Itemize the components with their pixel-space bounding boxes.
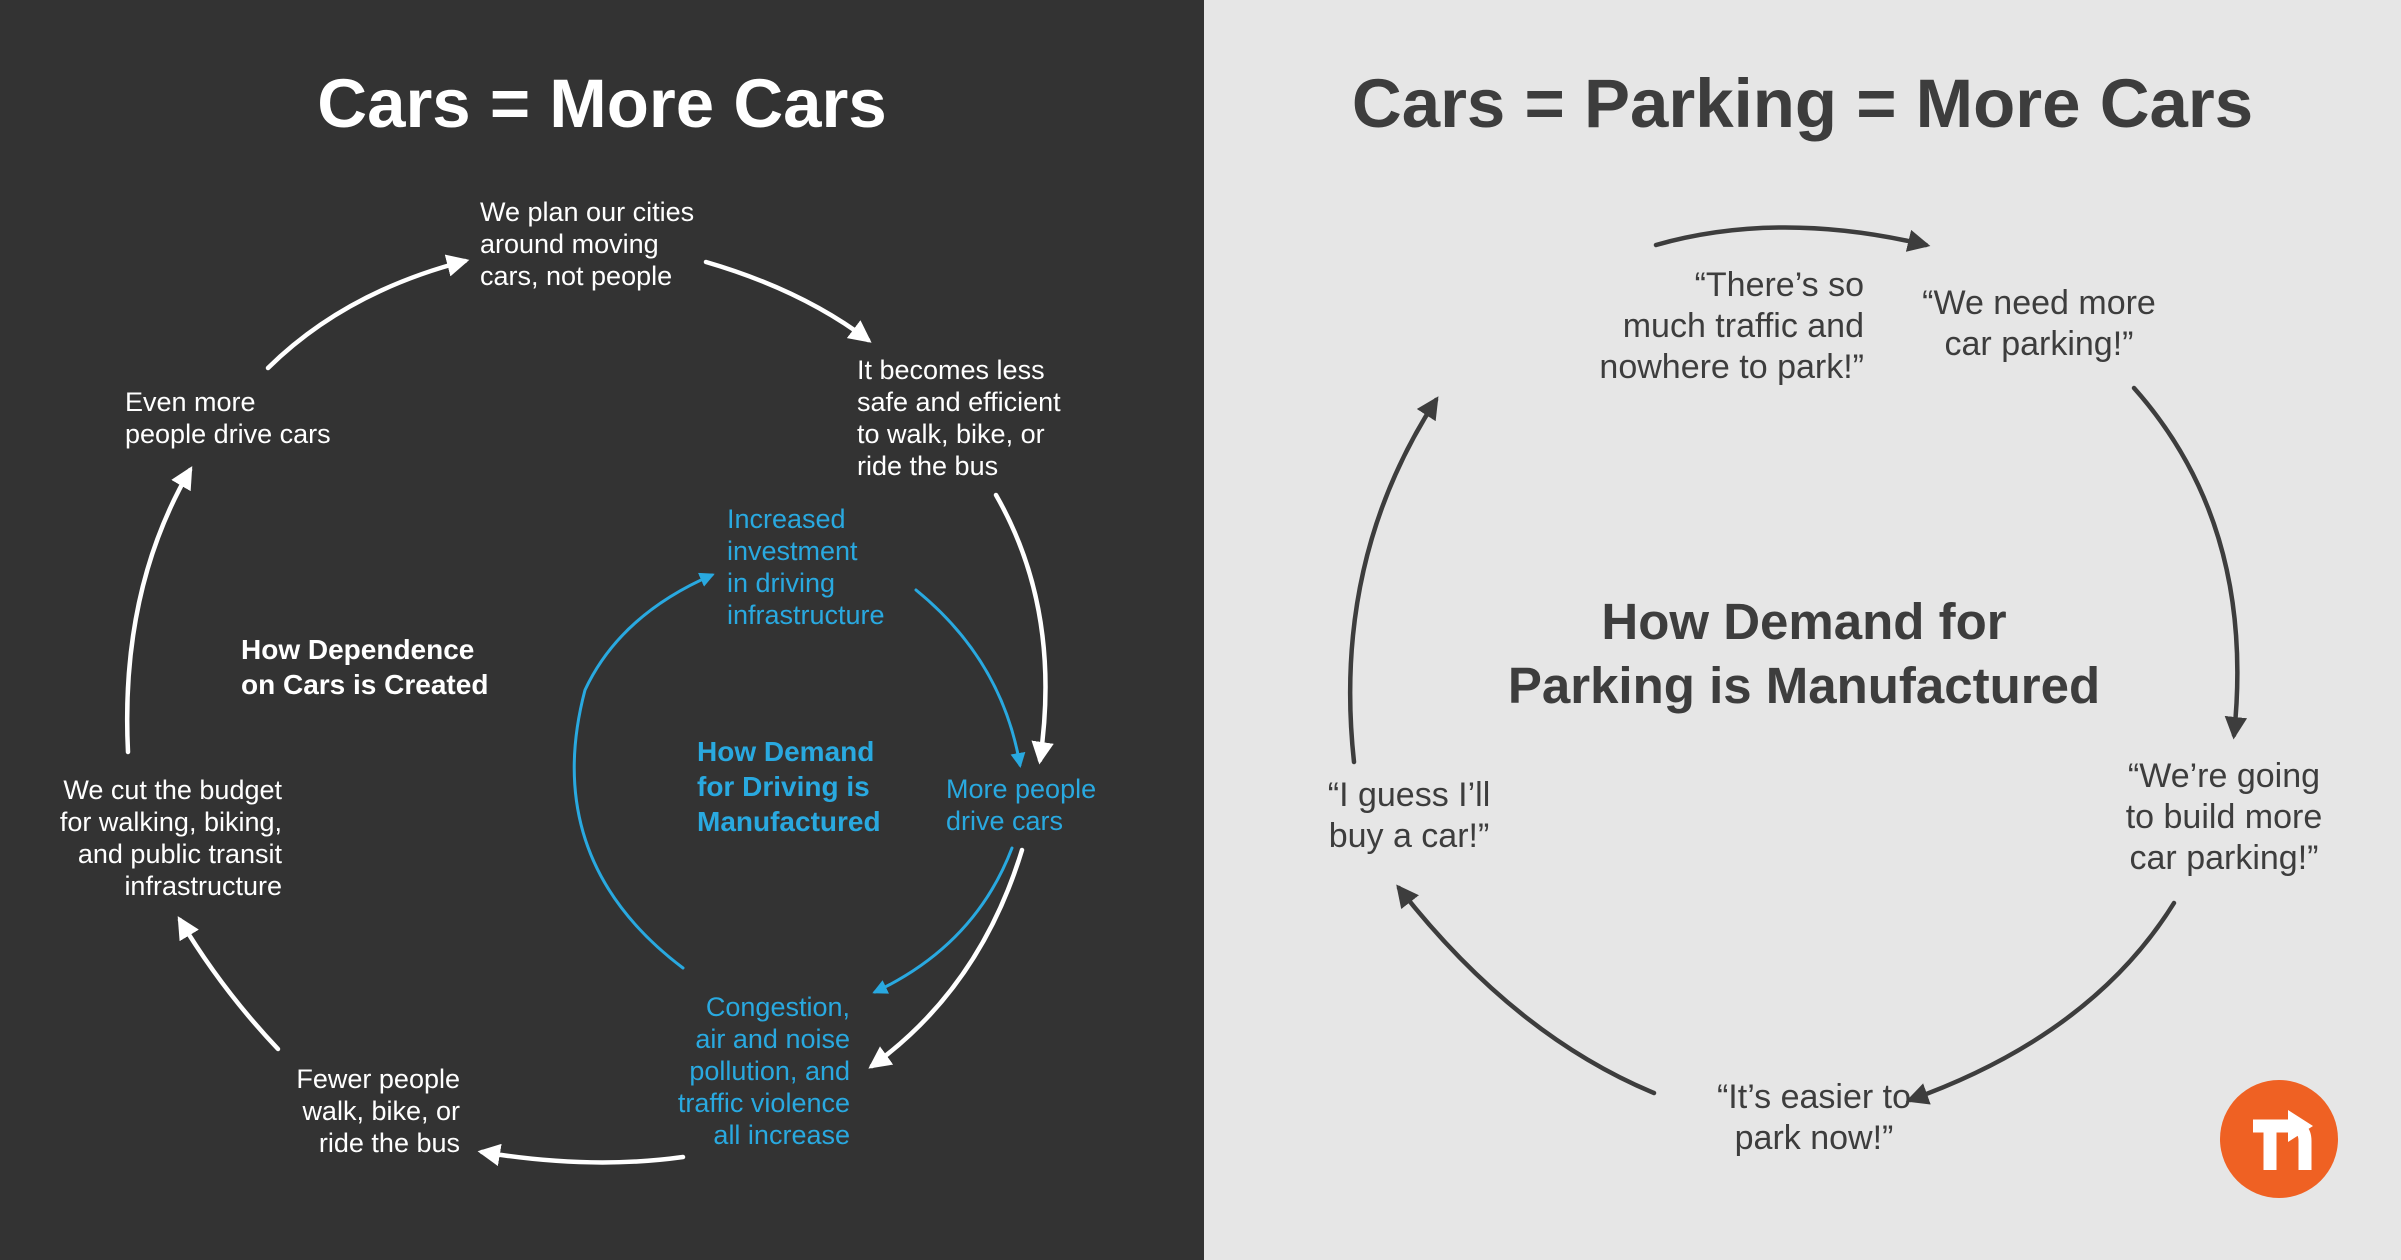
outer-arrow-1 <box>265 254 470 371</box>
left-panel: Cars = More Cars We plan our cities arou… <box>0 0 1204 1260</box>
outer-arrow-6 <box>177 916 281 1052</box>
node-easier: “It’s easier to park now!” <box>1716 1078 1911 1157</box>
node-build-parking: “We’re going to build more car parking!” <box>2125 757 2323 877</box>
outer-arrow-3 <box>993 492 1054 765</box>
outer-arrow-4 <box>868 847 1025 1069</box>
parking-cycle-title: How Demand for Parking is Manufactured <box>1507 593 2101 714</box>
node-buy-car: “I guess I’ll buy a car!” <box>1327 776 1491 855</box>
parking-arrow-1 <box>1653 225 1931 252</box>
parking-arrow-2 <box>2131 385 2248 740</box>
node-more-people-drive: More people drive cars <box>946 774 1097 836</box>
left-title: Cars = More Cars <box>317 65 887 142</box>
right-panel: Cars = Parking = More Cars “There’s so m… <box>1204 0 2401 1260</box>
outer-node-less-safe: It becomes less safe and efficient to wa… <box>857 355 1061 481</box>
inner-node-investment: Increased investment in driving infrastr… <box>727 504 885 630</box>
inner-node-congestion: Congestion, air and noise pollution, and… <box>677 992 850 1150</box>
node-traffic: “There’s so much traffic and nowhere to … <box>1599 266 1864 386</box>
turn-arrow-logo-icon <box>2220 1080 2338 1198</box>
outer-node-cut-budget: We cut the budget for walking, biking, a… <box>59 775 282 901</box>
outer-node-plan-cities: We plan our cities around moving cars, n… <box>480 197 695 291</box>
parking-arrow-5 <box>1347 396 1439 765</box>
outer-cycle-title: How Dependence on Cars is Created <box>241 634 489 700</box>
outer-arrow-2 <box>703 259 872 343</box>
outer-arrow-7 <box>124 466 193 755</box>
inner-arrow-2 <box>872 846 1014 994</box>
outer-arrow-5 <box>477 1143 686 1167</box>
outer-node-fewer-people: Fewer people walk, bike, or ride the bus <box>296 1064 460 1158</box>
right-title: Cars = Parking = More Cars <box>1351 65 2254 142</box>
node-need-parking: “We need more car parking!” <box>1922 284 2156 363</box>
inner-arrow-3 <box>572 572 715 970</box>
outer-node-even-more: Even more people drive cars <box>125 387 331 449</box>
left-cycle-arrows <box>124 254 1054 1167</box>
parking-arrow-3 <box>1905 900 2177 1105</box>
right-cycle-arrows <box>1347 225 2248 1105</box>
inner-cycle-title: How Demand for Driving is Manufactured <box>697 736 881 837</box>
inner-arrow-1 <box>914 588 1026 768</box>
parking-arrow-4 <box>1396 884 1657 1096</box>
